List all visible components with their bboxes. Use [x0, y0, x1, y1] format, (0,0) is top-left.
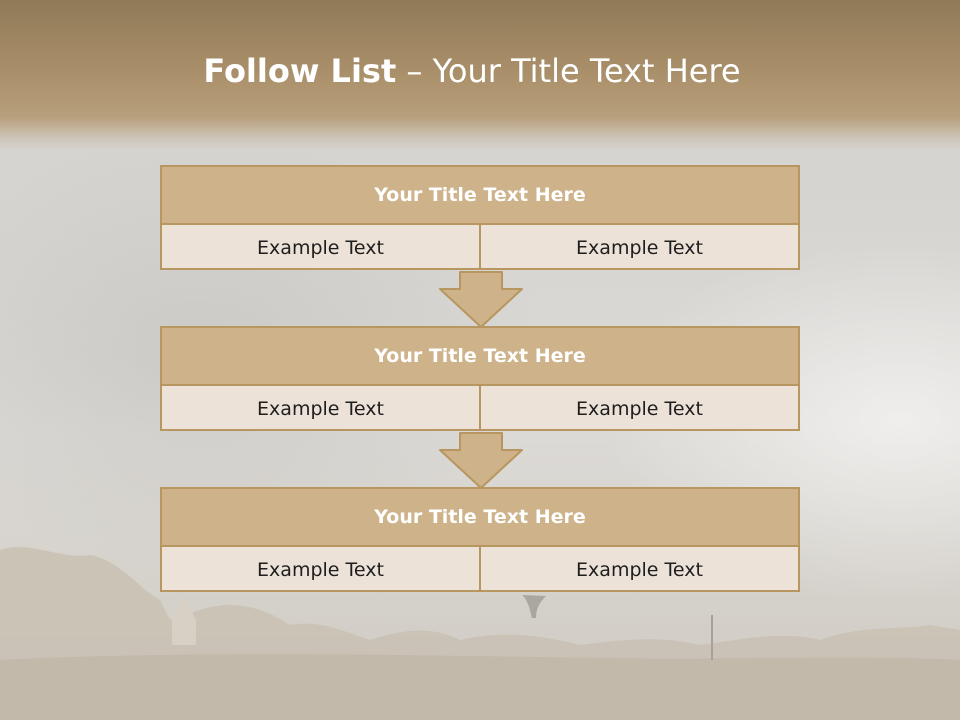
step-box-1: Your Title Text Here Example Text Exampl… — [160, 165, 800, 270]
step-title: Your Title Text Here — [162, 167, 798, 225]
step-cell-left: Example Text — [257, 558, 384, 581]
step-row: Example Text Example Text — [162, 386, 798, 431]
step-cell-right: Example Text — [479, 547, 798, 592]
down-arrow-icon — [439, 432, 523, 489]
step-box-3: Your Title Text Here Example Text Exampl… — [160, 487, 800, 592]
title-rest: – Your Title Text Here — [406, 52, 741, 90]
slide-title: Follow List – Your Title Text Here — [0, 52, 944, 90]
step-cell-right: Example Text — [479, 225, 798, 270]
step-cell-left: Example Text — [257, 397, 384, 420]
step-cell-left: Example Text — [257, 236, 384, 259]
landscape-silhouette — [0, 547, 960, 720]
step-title: Your Title Text Here — [162, 489, 798, 547]
down-arrow-icon — [439, 271, 523, 328]
step-row: Example Text Example Text — [162, 547, 798, 592]
step-box-2: Your Title Text Here Example Text Exampl… — [160, 326, 800, 431]
step-cell-right: Example Text — [479, 386, 798, 431]
step-row: Example Text Example Text — [162, 225, 798, 270]
header-band — [0, 0, 960, 150]
step-title: Your Title Text Here — [162, 328, 798, 386]
title-bold: Follow List — [203, 52, 397, 90]
